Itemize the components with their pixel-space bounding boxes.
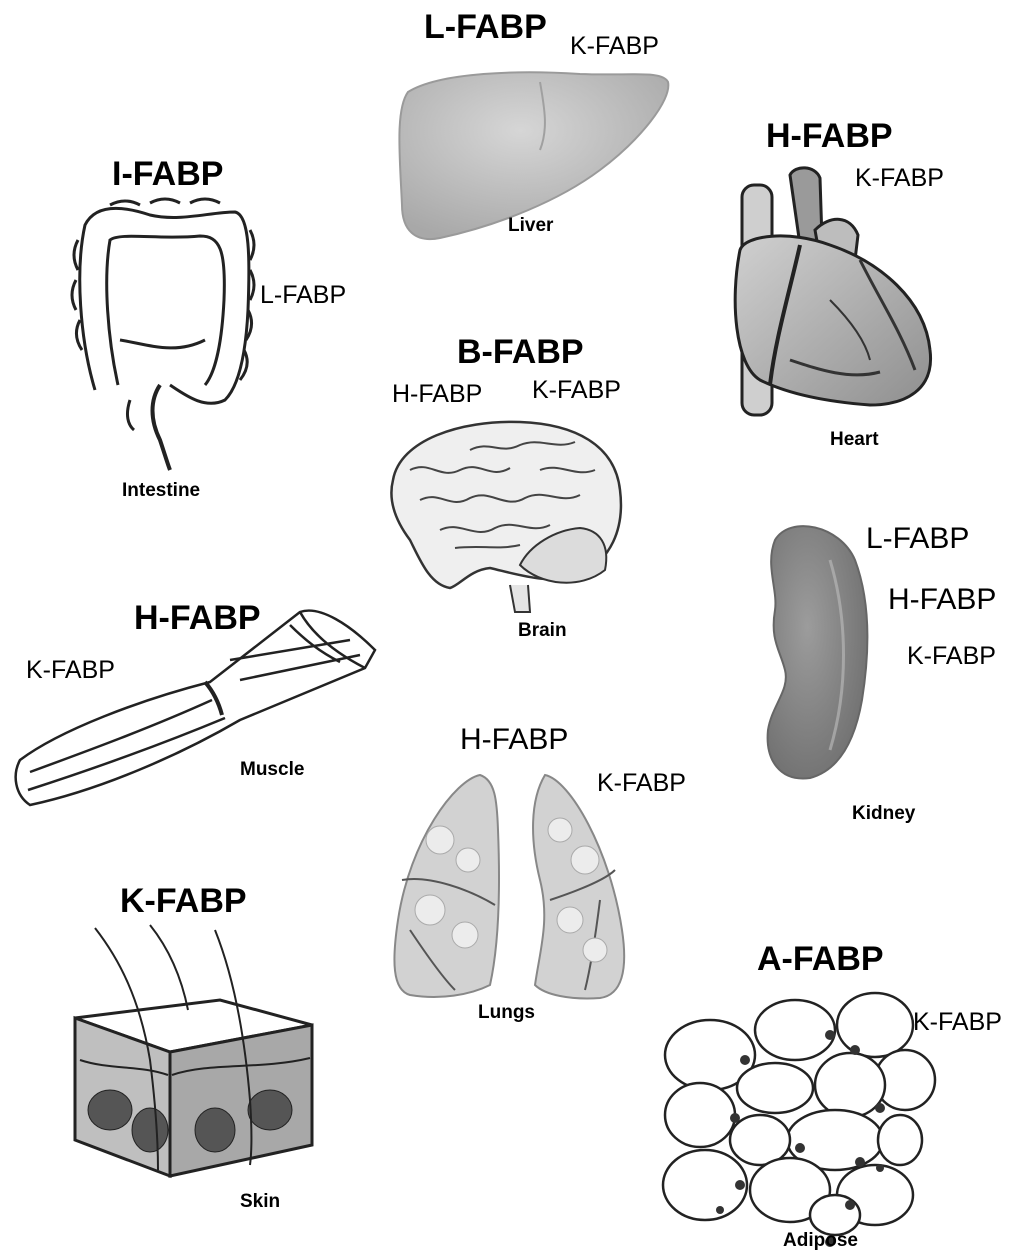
brain-illustration bbox=[391, 422, 621, 612]
liver-secondary-fabp-1: K-FABP bbox=[570, 34, 659, 59]
heart-illustration bbox=[735, 168, 930, 415]
kidney-secondary-fabp-3: K-FABP bbox=[907, 644, 996, 669]
adipose-secondary-fabp-1: K-FABP bbox=[913, 1010, 1002, 1035]
kidney-secondary-fabp-1: L-FABP bbox=[866, 524, 969, 554]
muscle-label: Muscle bbox=[240, 760, 304, 779]
skin-illustration bbox=[75, 925, 312, 1176]
lungs-label: Lungs bbox=[478, 1003, 535, 1022]
kidney-illustration bbox=[768, 526, 868, 778]
heart-secondary-fabp-1: K-FABP bbox=[855, 166, 944, 191]
adipose-label: Adipose bbox=[783, 1231, 858, 1250]
brain-primary-fabp: B-FABP bbox=[457, 335, 584, 369]
muscle-primary-fabp: H-FABP bbox=[134, 601, 261, 635]
skin-label: Skin bbox=[240, 1192, 280, 1211]
intestine-illustration bbox=[72, 199, 254, 470]
liver-label: Liver bbox=[508, 216, 553, 235]
liver-primary-fabp: L-FABP bbox=[424, 10, 547, 44]
kidney-label: Kidney bbox=[852, 804, 915, 823]
skin-primary-fabp: K-FABP bbox=[120, 884, 247, 918]
lungs-illustration bbox=[394, 775, 624, 998]
lungs-secondary-fabp-1: H-FABP bbox=[460, 725, 568, 755]
muscle-secondary-fabp-1: K-FABP bbox=[26, 658, 115, 683]
adipose-illustration bbox=[663, 993, 935, 1247]
intestine-primary-fabp: I-FABP bbox=[112, 157, 223, 191]
brain-secondary-fabp-2: K-FABP bbox=[532, 378, 621, 403]
brain-label: Brain bbox=[518, 621, 567, 640]
kidney-secondary-fabp-2: H-FABP bbox=[888, 585, 996, 615]
intestine-secondary-fabp-1: L-FABP bbox=[260, 283, 346, 308]
lungs-secondary-fabp-2: K-FABP bbox=[597, 771, 686, 796]
heart-primary-fabp: H-FABP bbox=[766, 119, 893, 153]
heart-label: Heart bbox=[830, 430, 879, 449]
brain-secondary-fabp-1: H-FABP bbox=[392, 382, 482, 407]
muscle-illustration bbox=[16, 611, 375, 805]
intestine-label: Intestine bbox=[122, 481, 200, 500]
adipose-primary-fabp: A-FABP bbox=[757, 942, 884, 976]
